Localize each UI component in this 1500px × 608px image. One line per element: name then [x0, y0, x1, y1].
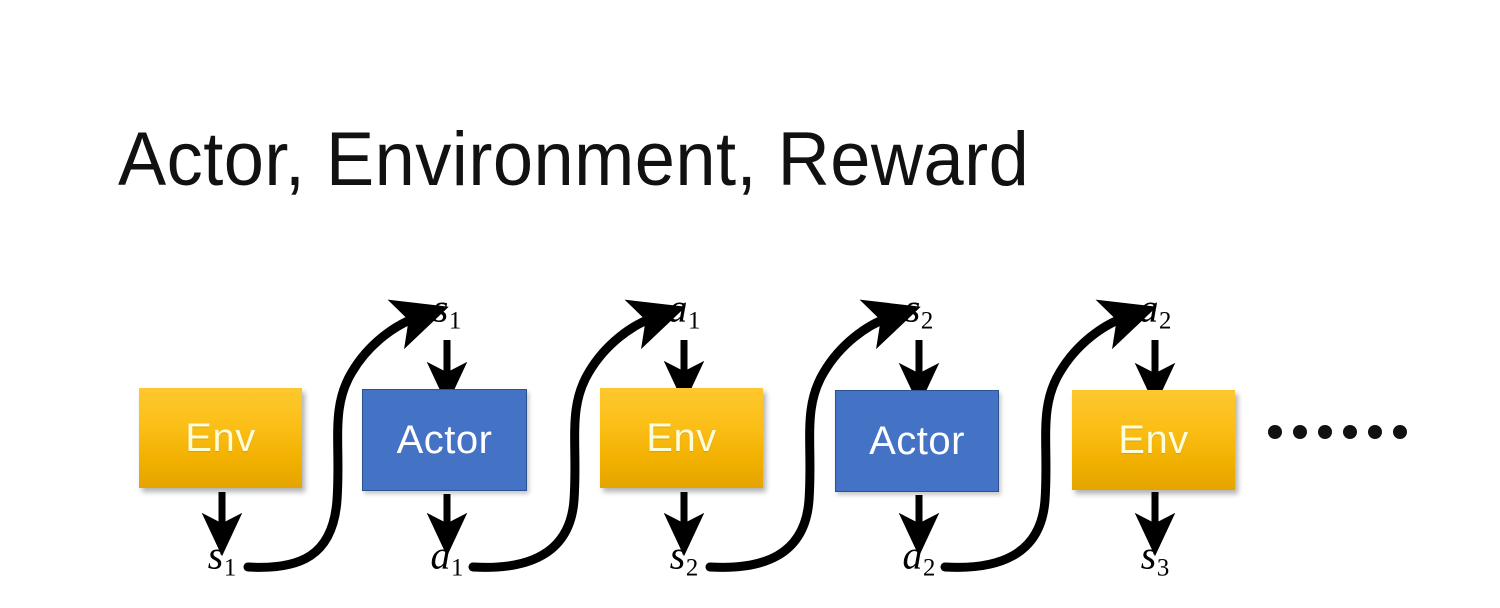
label-bottom-s2: s2 [670, 535, 698, 588]
ellipsis-dot [1368, 425, 1382, 439]
node-label: Actor [869, 419, 965, 463]
label-bottom-s1: s1 [208, 535, 236, 588]
math-subscript: 2 [685, 554, 699, 582]
label-top-a2: a2 [1139, 288, 1172, 341]
math-symbol: s [1140, 532, 1157, 578]
math-subscript: 1 [451, 554, 464, 582]
curve-a1-to-top-a1 [468, 299, 686, 572]
ellipsis-dot [1393, 425, 1407, 439]
node-actor-2[interactable]: Actor [835, 390, 999, 492]
feedback-curves [243, 299, 1157, 572]
label-top-s2: s2 [905, 288, 933, 341]
label-bottom-s3: s3 [1141, 535, 1169, 588]
down-arrows-out-of-boxes [201, 492, 1176, 557]
math-subscript: 1 [448, 307, 462, 335]
page-title: Actor, Environment, Reward [118, 117, 1030, 202]
label-bottom-a2: a2 [903, 535, 936, 588]
node-actor-1[interactable]: Actor [362, 389, 527, 491]
ellipsis-dot [1293, 425, 1307, 439]
label-top-a1: a1 [668, 288, 701, 341]
math-subscript: 3 [1156, 554, 1170, 582]
node-label: Env [1118, 418, 1189, 462]
ellipsis-dot [1343, 425, 1357, 439]
math-subscript: 2 [1159, 307, 1172, 335]
math-symbol: s [207, 532, 224, 578]
down-arrows-into-boxes [426, 340, 1176, 407]
node-label: Env [646, 416, 717, 460]
label-bottom-a1: a1 [431, 535, 464, 588]
math-symbol: a [1138, 285, 1159, 331]
math-symbol: s [904, 285, 921, 331]
node-env-2[interactable]: Env [600, 388, 763, 488]
math-symbol: a [430, 532, 451, 578]
math-symbol: a [902, 532, 923, 578]
curve-s2-to-top-s2 [705, 299, 921, 572]
ellipsis-dot [1268, 425, 1282, 439]
math-symbol: s [432, 285, 449, 331]
math-symbol: a [667, 285, 688, 331]
curve-s1-to-top-s1 [243, 299, 449, 572]
math-subscript: 2 [920, 307, 934, 335]
node-label: Env [185, 416, 256, 460]
ellipsis-dot-group [1268, 425, 1332, 439]
ellipsis-dot [1318, 425, 1332, 439]
math-subscript: 2 [923, 554, 936, 582]
label-top-s1: s1 [433, 288, 461, 341]
ellipsis-dot-group [1343, 425, 1407, 439]
math-symbol: s [669, 532, 686, 578]
math-subscript: 1 [223, 554, 237, 582]
node-env-3[interactable]: Env [1072, 390, 1235, 490]
node-label: Actor [396, 418, 493, 462]
curve-a2-to-top-a2 [940, 299, 1157, 572]
node-env-1[interactable]: Env [139, 388, 302, 488]
ellipsis-continuation-icon [1268, 425, 1407, 439]
math-subscript: 1 [688, 307, 701, 335]
